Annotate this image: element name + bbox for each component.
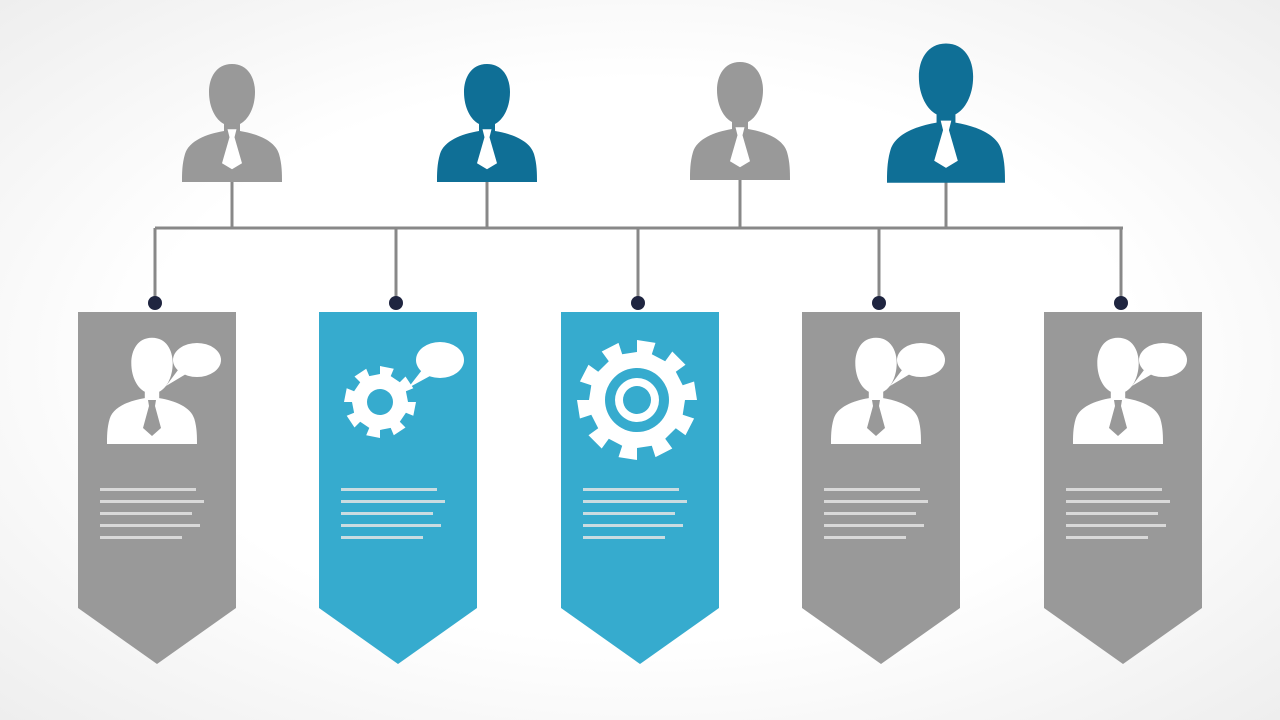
gear-speech-bubble-icon xyxy=(344,342,464,438)
connector-node-dot xyxy=(148,296,162,310)
connector-lines xyxy=(148,176,1128,310)
tie-icon xyxy=(222,129,242,170)
person-speech-bubble-icon xyxy=(107,337,221,444)
person-speech-bubble-icon xyxy=(1073,337,1187,444)
banner-card xyxy=(319,312,477,664)
person-figure xyxy=(182,64,282,182)
person-figure xyxy=(690,62,790,180)
banner-card xyxy=(802,312,960,664)
placeholder-text-lines xyxy=(100,488,204,539)
person-figure xyxy=(887,43,1005,183)
connector-node-dot xyxy=(631,296,645,310)
banner-card xyxy=(1044,312,1202,664)
connector-node-dot xyxy=(872,296,886,310)
person-speech-bubble-icon xyxy=(831,337,945,444)
placeholder-text-lines xyxy=(341,488,445,539)
top-persons xyxy=(182,43,1005,183)
large-gear-icon xyxy=(577,340,697,460)
banners xyxy=(78,312,1202,664)
tie-icon xyxy=(730,127,750,168)
placeholder-text-lines xyxy=(824,488,928,539)
tie-icon xyxy=(477,129,497,170)
person-figure xyxy=(437,64,537,182)
placeholder-text-lines xyxy=(583,488,687,539)
banner-card xyxy=(78,312,236,664)
placeholder-text-lines xyxy=(1066,488,1170,539)
banner-card xyxy=(561,312,719,664)
tie-icon xyxy=(934,120,958,168)
connector-node-dot xyxy=(1114,296,1128,310)
connector-node-dot xyxy=(389,296,403,310)
